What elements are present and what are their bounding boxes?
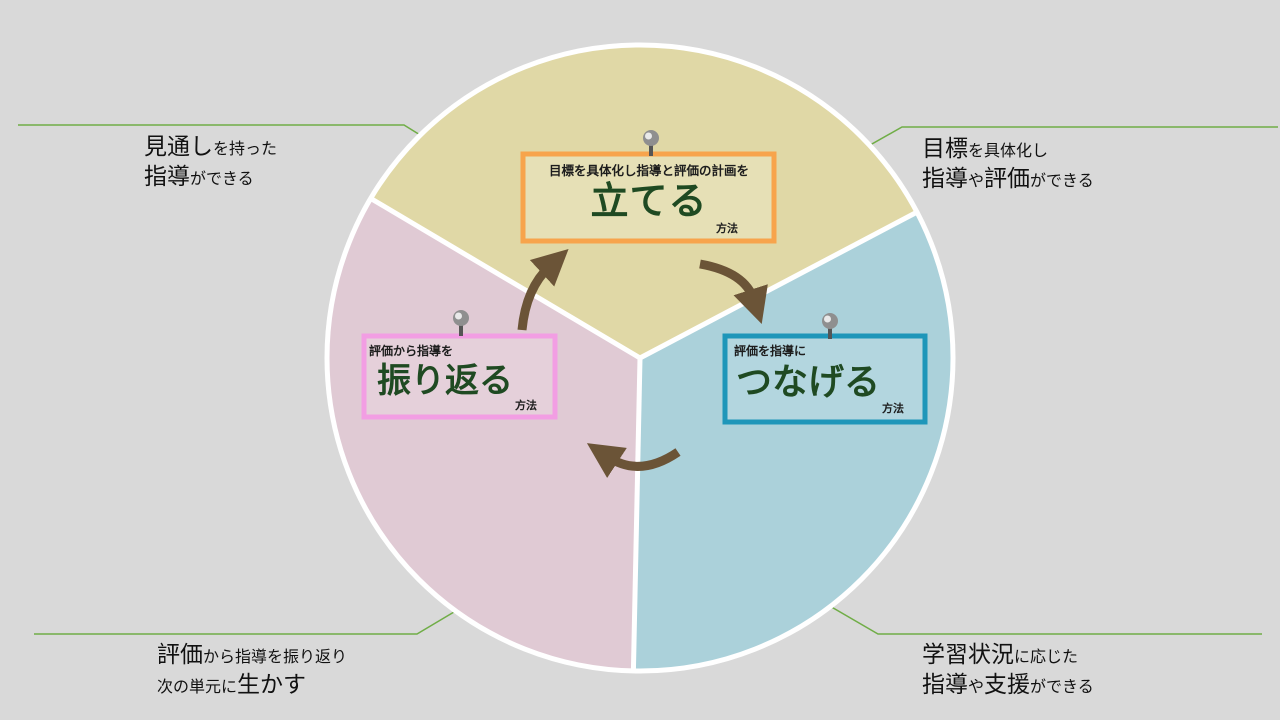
callout-text: 目標 [922, 136, 968, 162]
divider-line [630, 357, 643, 671]
callout-text: 生かす [237, 672, 307, 699]
callout-text: 評価 [157, 642, 203, 668]
callout-line: 次の単元に生かす [157, 670, 347, 700]
callout-text: や [968, 677, 985, 697]
callout-text: 指導 [922, 672, 968, 699]
callout-text: を具体化し [968, 141, 1049, 160]
cycle-arrow-icon [586, 443, 681, 478]
callout-line: 指導ができる [144, 162, 277, 192]
pushpin-icon [453, 310, 469, 336]
divider-line [638, 209, 919, 361]
label-connect: 評価を指導に つなげる 方法 [734, 342, 920, 418]
callout-text: 次の単元に [157, 677, 238, 697]
callout-text: ができる [190, 169, 254, 189]
label-plan-pretext: 目標を具体化し指導と評価の計画を [548, 163, 749, 178]
pushpin-icon [643, 130, 659, 156]
callout-text: ができる [1030, 171, 1094, 191]
callout-top-right: 目標を具体化し 指導や評価ができる [922, 134, 1094, 195]
label-reflect: 評価から指導を 振り返る 方法 [369, 342, 551, 414]
label-plan-suffix: 方法 [716, 222, 738, 235]
callout-text: 支援 [984, 672, 1031, 699]
pie-outline [324, 42, 956, 674]
callout-line: 見通しを持った [144, 132, 277, 162]
sector-connect [633, 212, 954, 671]
cycle-arrow-icon [517, 248, 569, 331]
label-reflect-title: 振り返る [377, 361, 513, 401]
callout-text: から指導を振り返り [203, 647, 348, 666]
callout-text: に応じた [1014, 647, 1079, 666]
callout-text: 指導 [922, 166, 968, 193]
callout-text: 指導 [144, 164, 190, 191]
sector-reflect [326, 198, 640, 671]
callout-text: 学習状況 [922, 642, 1014, 668]
callout-top-left: 見通しを持った 指導ができる [144, 132, 277, 193]
label-frame-plan [520, 151, 777, 244]
callout-text: を持った [213, 139, 278, 158]
callout-text: 見通し [144, 134, 213, 160]
label-connect-title: つなげる [736, 362, 881, 403]
label-connect-suffix: 方法 [882, 402, 904, 415]
callout-text: や [968, 171, 985, 191]
label-frame-connect [722, 333, 928, 425]
divider-line [368, 195, 642, 361]
callout-text: ができる [1030, 677, 1094, 697]
callout-bottom-left: 評価から指導を振り返り 次の単元に生かす [157, 640, 347, 701]
callout-text: 評価 [984, 166, 1031, 193]
label-reflect-suffix: 方法 [515, 399, 537, 412]
callout-line: 目標を具体化し [922, 134, 1094, 164]
callout-line: 指導や支援ができる [922, 670, 1094, 700]
callout-line: 学習状況に応じた [922, 640, 1094, 670]
pushpin-icon [822, 313, 838, 339]
label-plan-title: 立てる [590, 179, 708, 223]
callout-line: 指導や評価ができる [922, 164, 1094, 194]
label-plan: 目標を具体化し指導と評価の計画を 立てる 方法 [529, 158, 769, 238]
callout-line: 評価から指導を振り返り [157, 640, 347, 670]
label-frame-reflect [361, 333, 558, 420]
label-reflect-pretext: 評価から指導を [369, 344, 454, 358]
label-connect-pretext: 評価を指導に [734, 344, 807, 358]
cycle-arrow-icon [699, 259, 768, 324]
callout-bottom-right: 学習状況に応じた 指導や支援ができる [922, 640, 1094, 701]
